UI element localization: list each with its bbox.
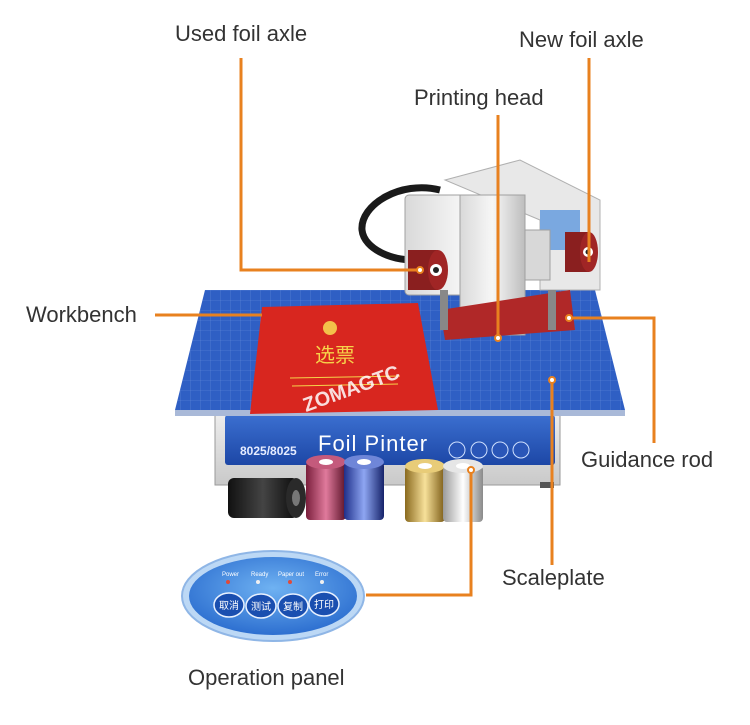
leader-used-foil-axle — [239, 58, 420, 272]
leader-endpoints — [416, 266, 573, 474]
label-operation-panel: Operation panel — [188, 665, 345, 690]
cable — [358, 184, 441, 264]
panel-button-test[interactable]: 测试 — [245, 593, 277, 619]
red-document: 选票 — [250, 303, 438, 414]
panel-button-copy[interactable]: 复制 — [277, 593, 309, 619]
indicator-power: Power — [222, 572, 239, 578]
document-title: 选票 — [315, 343, 355, 367]
machine-base: 8025/8025 Foil Pinter — [214, 404, 561, 488]
foil-roll-silver — [443, 459, 483, 522]
label-workbench: Workbench — [26, 302, 137, 327]
indicator-paper-out: Paper out — [278, 572, 304, 578]
front-brand-text: Foil Pinter — [318, 431, 428, 456]
front-buttons — [448, 441, 530, 459]
new-foil-roll — [565, 232, 598, 272]
model-text: 8025/8025 — [240, 444, 297, 458]
panel-button-print-label: 打印 — [314, 598, 334, 611]
foil-roll-black — [228, 478, 306, 518]
foil-roll-gold — [405, 459, 445, 522]
leader-operation-panel — [366, 470, 473, 597]
indicator-error: Error — [315, 572, 328, 578]
panel-button-print[interactable]: 打印 — [308, 591, 340, 617]
panel-button-copy-label: 复制 — [283, 600, 303, 613]
leader-guidance-rod — [569, 316, 656, 443]
panel-button-cancel[interactable]: 取消 — [213, 592, 245, 618]
label-printing-head: Printing head — [414, 85, 544, 110]
leader-lines — [155, 58, 656, 597]
panel-button-cancel-label: 取消 — [219, 599, 239, 612]
operation-panel: Power Ready Paper out Error 取消 测试 复制 打印 — [181, 550, 365, 642]
label-scaleplate: Scaleplate — [502, 565, 605, 590]
foil-roll-red — [306, 455, 346, 520]
foil-roll-blue — [344, 455, 384, 520]
label-guidance-rod: Guidance rod — [581, 447, 714, 472]
label-new-foil-axle: New foil axle — [519, 27, 644, 52]
indicator-ready: Ready — [251, 572, 268, 578]
panel-button-test-label: 测试 — [251, 600, 271, 613]
label-used-foil-axle: Used foil axle — [175, 21, 308, 46]
foil-rolls — [228, 455, 483, 522]
